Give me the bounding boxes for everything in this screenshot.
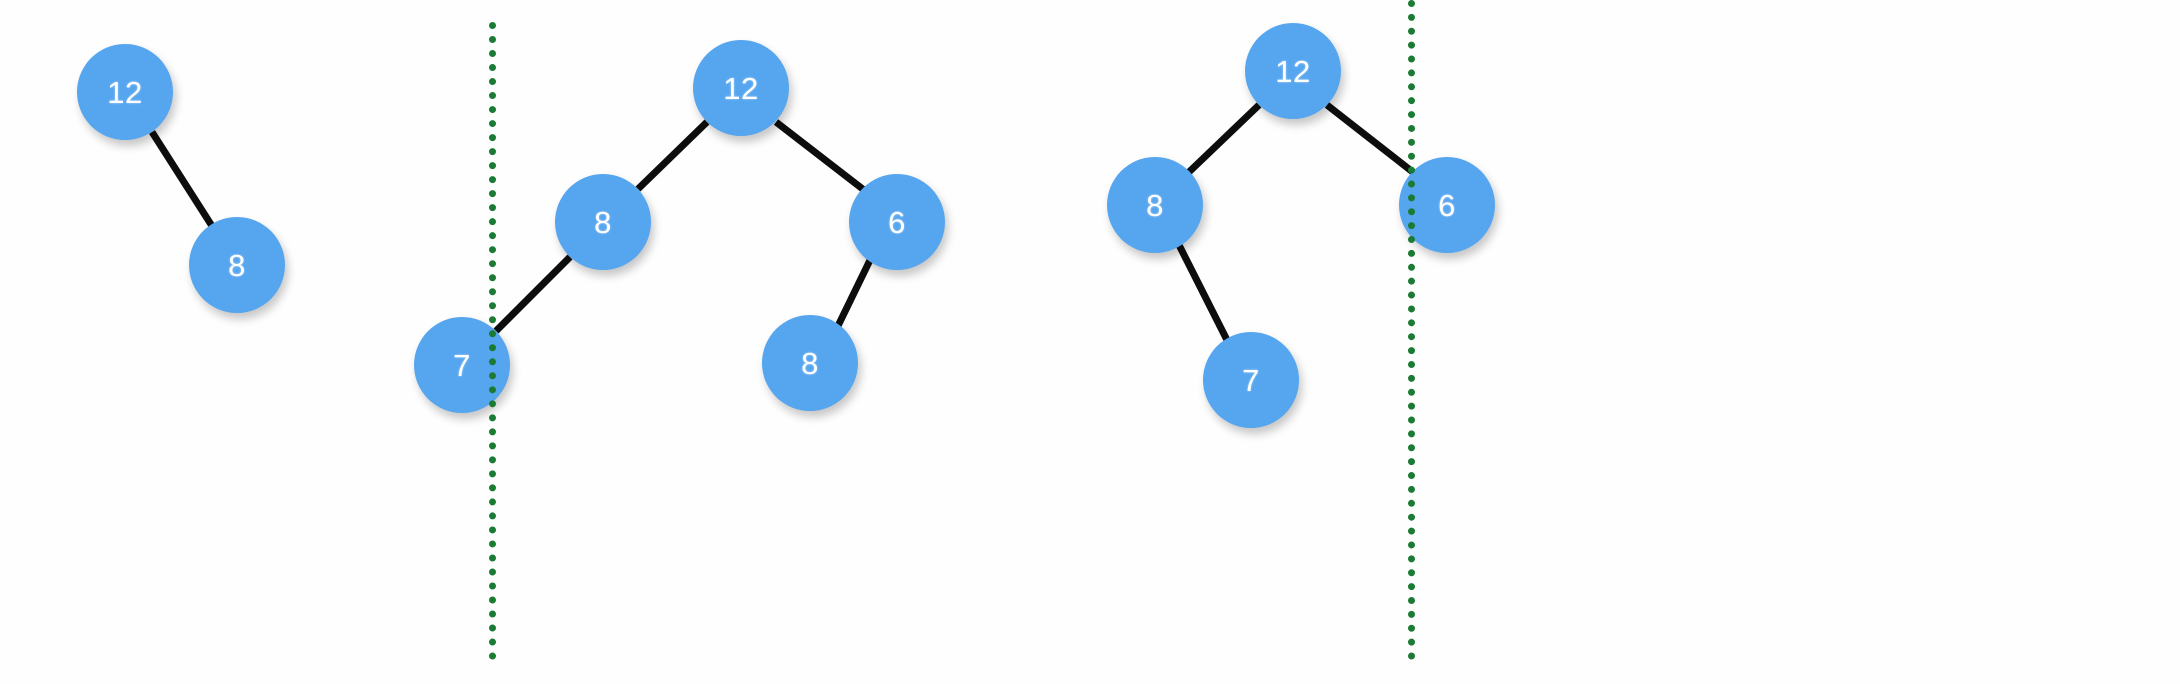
tree-node-label: 12 bbox=[107, 74, 143, 110]
tree-node-12[interactable]: 12 bbox=[693, 40, 789, 136]
tree-edge bbox=[773, 119, 867, 193]
tree-node-label: 8 bbox=[801, 345, 819, 381]
tree-node-6[interactable]: 6 bbox=[849, 174, 945, 270]
tree-edge bbox=[1174, 241, 1233, 346]
tree-node-label: 8 bbox=[1146, 187, 1164, 223]
tree-node-label: 8 bbox=[228, 247, 246, 283]
tree-node-label: 12 bbox=[1275, 53, 1311, 89]
divider-1 bbox=[489, 22, 496, 660]
tree-node-label: 12 bbox=[723, 70, 759, 106]
tree-node-label: 6 bbox=[888, 204, 906, 240]
tree-node-8[interactable]: 8 bbox=[189, 217, 285, 313]
tree-node-12[interactable]: 12 bbox=[1245, 23, 1341, 119]
tree-edge bbox=[1186, 102, 1262, 175]
tree-edge bbox=[149, 130, 215, 228]
tree-edge bbox=[1324, 102, 1417, 176]
tree-edge bbox=[832, 254, 876, 332]
tree-node-12[interactable]: 12 bbox=[77, 44, 173, 140]
tree-edge bbox=[635, 119, 710, 192]
tree-node-label: 8 bbox=[594, 204, 612, 240]
tree-edge bbox=[493, 254, 573, 334]
divider-2 bbox=[1408, 0, 1415, 660]
tree-node-label: 7 bbox=[1242, 362, 1260, 398]
tree-node-6[interactable]: 6 bbox=[1399, 157, 1495, 253]
tree-node-8[interactable]: 8 bbox=[555, 174, 651, 270]
tree-node-7[interactable]: 7 bbox=[1203, 332, 1299, 428]
tree-node-label: 7 bbox=[453, 347, 471, 383]
tree-node-label: 6 bbox=[1438, 187, 1456, 223]
tree-node-8[interactable]: 8 bbox=[762, 315, 858, 411]
tree-node-8[interactable]: 8 bbox=[1107, 157, 1203, 253]
